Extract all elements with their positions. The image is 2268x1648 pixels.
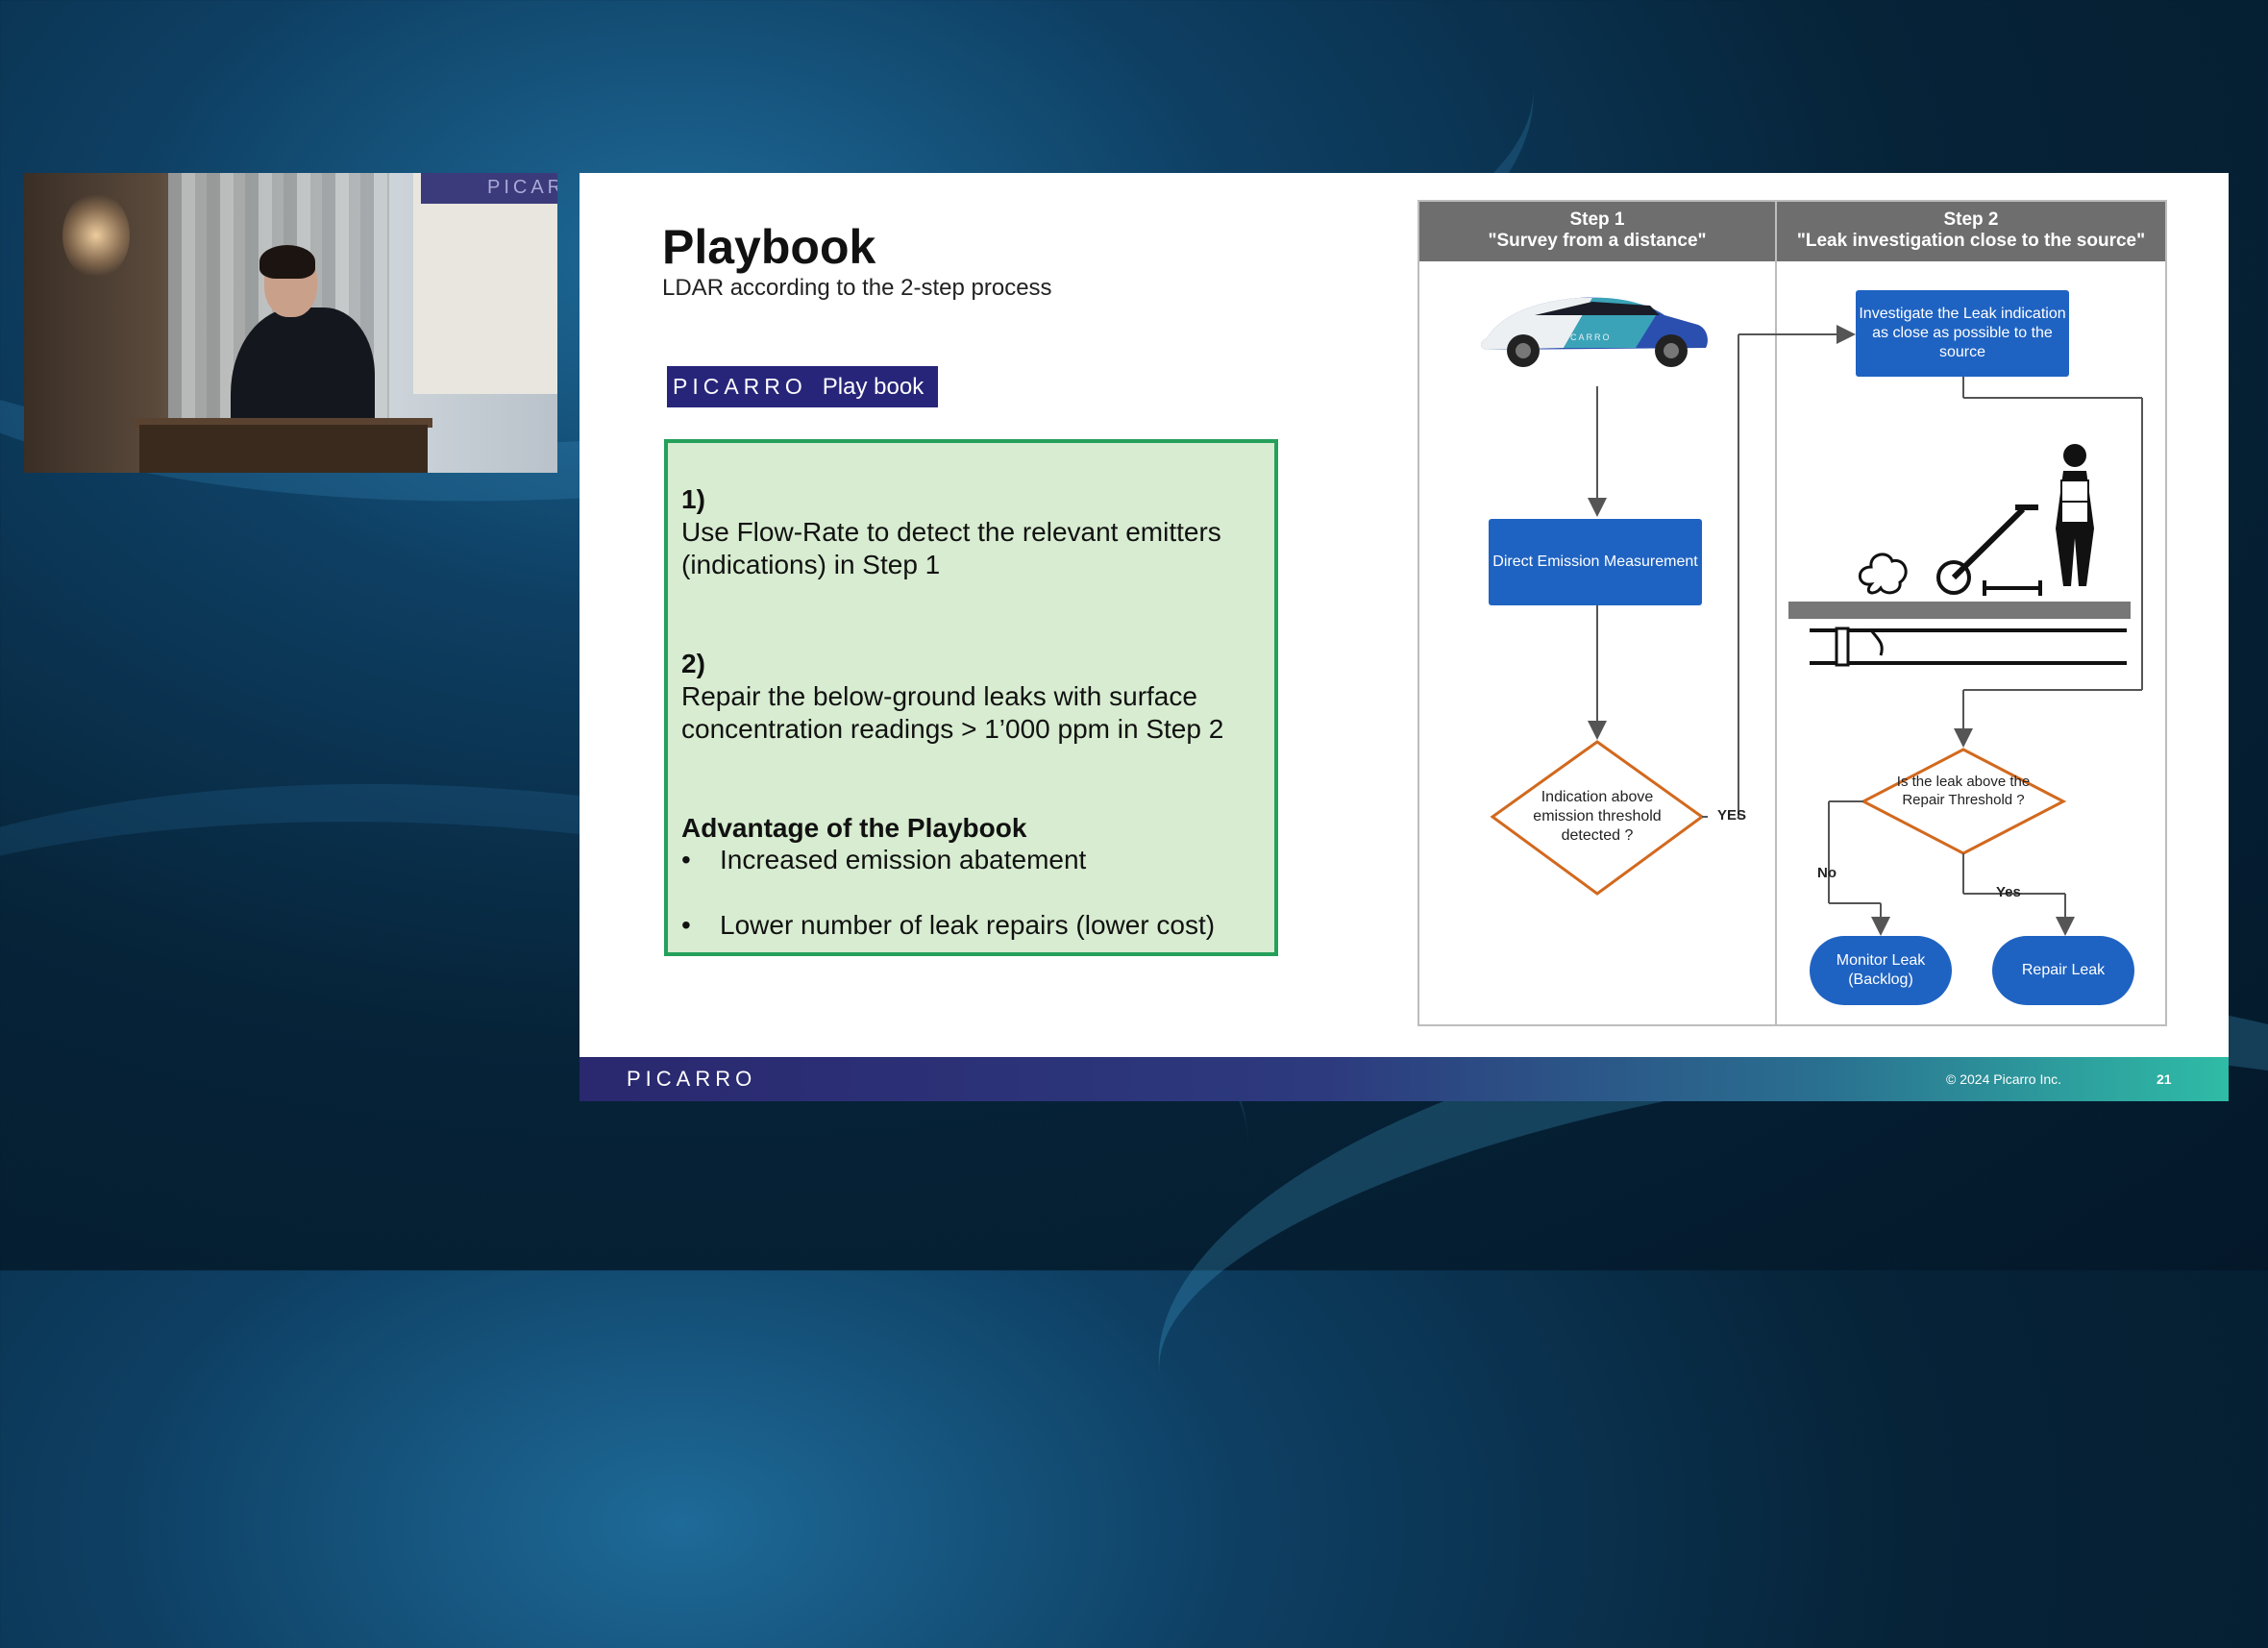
wall-lamp: [62, 192, 130, 279]
item2-line2: concentration readings > 1’000 ppm in St…: [681, 714, 1224, 744]
badge-logo: PICARRO: [673, 374, 807, 399]
podium-top: [135, 418, 432, 428]
badge-text: Play book: [822, 373, 924, 400]
footer-logo: PICARRO: [627, 1067, 757, 1091]
direct-emission-box: Direct Emission Measurement: [1489, 519, 1702, 605]
flow-connectors: PICARRO: [1481, 297, 2143, 936]
leak-investigation-illustration: [1788, 444, 2131, 667]
playbook-badge: PICARRO Play book: [667, 366, 938, 407]
playbook-summary-box: 1) Use Flow-Rate to detect the relevant …: [664, 439, 1278, 956]
screen-logo-band: [421, 173, 557, 204]
process-flowchart: Step 1 "Survey from a distance" Step 2 "…: [1418, 200, 2167, 1026]
item1-line2: (indications) in Step 1: [681, 550, 941, 579]
yes-label: Yes: [1996, 884, 2021, 900]
advantage-heading: Advantage of the Playbook: [681, 813, 1027, 843]
podium: [139, 425, 428, 473]
footer-copyright: © 2024 Picarro Inc.: [1946, 1071, 2062, 1087]
column-divider: [1775, 202, 1777, 1024]
yes-label: YES: [1717, 807, 1747, 824]
survey-car-icon: [1481, 297, 1708, 367]
screen-logo: PICARR: [487, 177, 557, 198]
slide-footer: PICARRO © 2024 Picarro Inc. 21: [579, 1057, 2229, 1101]
monitor-leak-node: Monitor Leak (Backlog): [1810, 936, 1952, 1005]
indication-decision-text: Indication above emission threshold dete…: [1533, 789, 1662, 844]
indication-decision-diamond: [1490, 740, 1705, 896]
speaker-video: PICARR: [24, 173, 557, 473]
investigate-leak-box: Investigate the Leak indication as close…: [1856, 290, 2069, 377]
item1-number: 1): [681, 484, 705, 514]
repair-leak-node: Repair Leak: [1992, 936, 2134, 1005]
item1-line1: Use Flow-Rate to detect the relevant emi…: [681, 517, 1221, 547]
list-item: •Lower number of leak repairs (lower cos…: [681, 910, 1216, 940]
presentation-slide: Playbook LDAR according to the 2-step pr…: [579, 173, 2229, 1101]
list-item: •Increased emission abatement: [681, 845, 1087, 874]
step1-header: Step 1 "Survey from a distance": [1419, 202, 1775, 261]
item2-line1: Repair the below-ground leaks with surfa…: [681, 681, 1197, 711]
no-label: No: [1817, 865, 1837, 881]
step2-header: Step 2 "Leak investigation close to the …: [1777, 202, 2165, 261]
slide-page-number: 21: [2157, 1071, 2172, 1087]
projection-screen: [413, 173, 557, 394]
speaker-hair: [259, 245, 315, 279]
slide-title: Playbook: [662, 220, 876, 274]
repair-threshold-text: Is the leak above the Repair Threshold ?: [1896, 774, 2031, 808]
slide-subtitle: LDAR according to the 2-step process: [662, 275, 1052, 301]
item2-number: 2): [681, 649, 705, 678]
car-logo: PICARRO: [1558, 332, 1611, 342]
